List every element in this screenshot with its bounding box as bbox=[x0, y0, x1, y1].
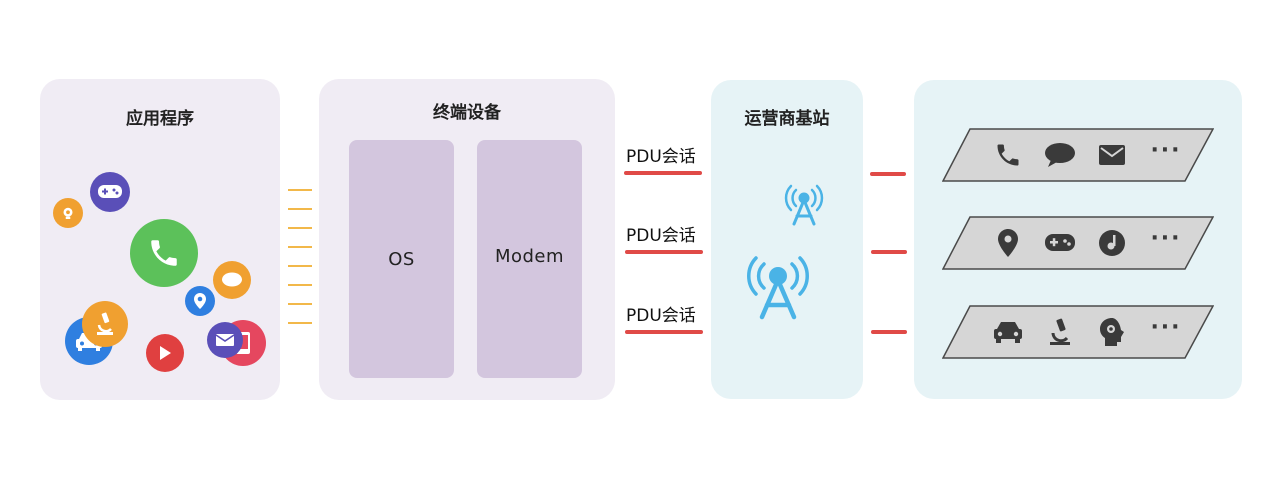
gamepad-icon bbox=[1034, 232, 1086, 254]
carrier-base-station-title: 运营商基站 bbox=[744, 109, 830, 129]
app-link-line bbox=[288, 322, 312, 324]
network-slice: ··· bbox=[942, 216, 1214, 270]
more-icon: ··· bbox=[1150, 226, 1182, 251]
phone-icon[interactable] bbox=[130, 219, 198, 287]
pdu-session-label: PDU会话 bbox=[626, 306, 696, 326]
mail-icon bbox=[1086, 144, 1138, 166]
more-icon: ··· bbox=[1150, 138, 1182, 163]
car-icon bbox=[982, 319, 1034, 345]
slice-link-line bbox=[870, 172, 906, 176]
terminal-device-panel: 终端设备 OS Modem bbox=[319, 79, 615, 400]
network-slice: ··· bbox=[942, 305, 1214, 359]
location-pin-icon[interactable] bbox=[185, 286, 215, 316]
gamepad-icon[interactable] bbox=[90, 172, 130, 212]
microscope-icon bbox=[1034, 317, 1086, 347]
lightbulb-gear-icon bbox=[1086, 317, 1138, 347]
terminal-device-title: 终端设备 bbox=[433, 103, 501, 123]
modem-box: Modem bbox=[477, 140, 582, 378]
pdu-session-line bbox=[624, 171, 702, 175]
antenna-tower-icon bbox=[784, 184, 824, 226]
chat-bubble-icon bbox=[1034, 142, 1086, 168]
os-label: OS bbox=[388, 248, 415, 270]
app-link-line bbox=[288, 303, 312, 305]
pdu-session-label: PDU会话 bbox=[626, 147, 696, 167]
antenna-tower-icon bbox=[747, 256, 809, 320]
lightbulb-gear-icon[interactable] bbox=[53, 198, 83, 228]
applications-title: 应用程序 bbox=[126, 109, 194, 129]
applications-panel: 应用程序 bbox=[40, 79, 280, 400]
carrier-base-station-panel: 运营商基站 bbox=[711, 80, 863, 399]
slice-link-line bbox=[871, 330, 907, 334]
mail-icon[interactable] bbox=[207, 322, 243, 358]
app-link-line bbox=[288, 208, 312, 210]
app-link-line bbox=[288, 284, 312, 286]
more-icon: ··· bbox=[1150, 315, 1182, 340]
pdu-session-line bbox=[625, 330, 703, 334]
app-link-line bbox=[288, 189, 312, 191]
app-link-line bbox=[288, 227, 312, 229]
chat-bubble-icon[interactable] bbox=[213, 261, 251, 299]
music-note-icon bbox=[1086, 229, 1138, 257]
os-box: OS bbox=[349, 140, 454, 378]
modem-label: Modem bbox=[494, 245, 565, 267]
location-pin-icon bbox=[982, 228, 1034, 258]
slice-link-line bbox=[871, 250, 907, 254]
pdu-session-line bbox=[625, 250, 703, 254]
microscope-icon[interactable] bbox=[82, 301, 128, 347]
network-slice: ··· bbox=[942, 128, 1214, 182]
app-link-line bbox=[288, 265, 312, 267]
pdu-session-label: PDU会话 bbox=[626, 226, 696, 246]
phone-icon bbox=[982, 141, 1034, 169]
play-icon[interactable] bbox=[146, 334, 184, 372]
app-link-line bbox=[288, 246, 312, 248]
